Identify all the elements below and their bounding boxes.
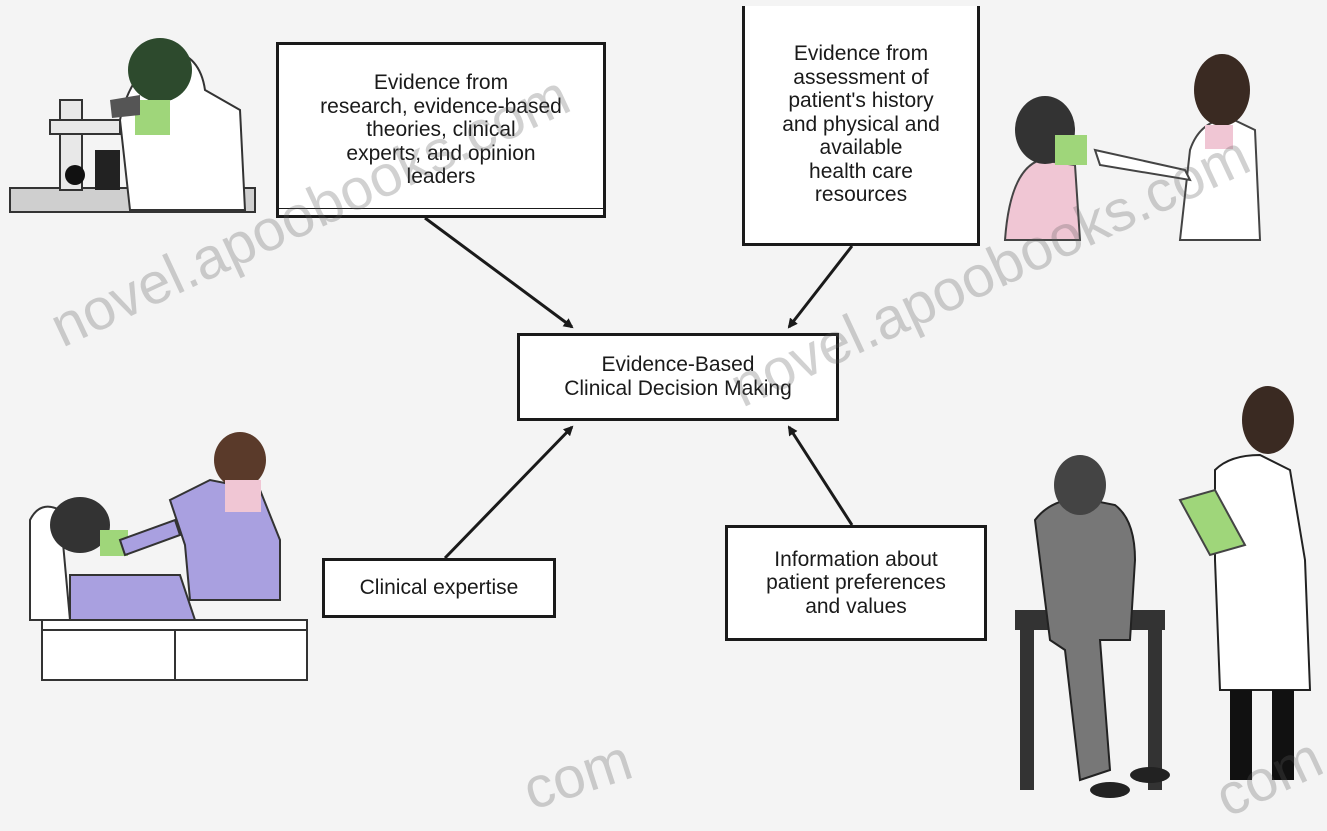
clinical-expertise-label: Clinical expertise xyxy=(359,576,519,600)
patient-preferences-box: Information about patient preferences an… xyxy=(725,525,987,641)
patient-and-doctor-consultation-icon xyxy=(1015,386,1312,798)
diagram-canvas: Evidence from research, evidence-based t… xyxy=(9,6,1327,830)
doctor-examining-bedridden-patient-icon xyxy=(29,432,308,681)
arrow-preferences-to-center xyxy=(787,425,854,526)
watermark-bottom-center: com xyxy=(515,727,640,823)
researcher-microscope-icon xyxy=(9,38,256,213)
arrow-research-to-center xyxy=(424,216,574,329)
research-evidence-box: Evidence from research, evidence-based t… xyxy=(276,42,606,218)
watermark-bottom-right: com xyxy=(1205,724,1327,830)
arrow-assessment-to-center xyxy=(787,245,854,329)
decision-making-label: Evidence-Based Clinical Decision Making xyxy=(564,353,792,400)
clinical-expertise-box: Clinical expertise xyxy=(322,558,556,618)
decision-making-box: Evidence-Based Clinical Decision Making xyxy=(517,333,839,421)
clinician-examining-patient-icon xyxy=(1003,54,1262,241)
arrow-expertise-to-center xyxy=(443,425,574,560)
research-evidence-label: Evidence from research, evidence-based t… xyxy=(320,71,562,189)
assessment-evidence-box: Evidence from assessment of patient's hi… xyxy=(742,6,980,246)
patient-preferences-label: Information about patient preferences an… xyxy=(766,547,946,618)
assessment-evidence-label: Evidence from assessment of patient's hi… xyxy=(782,42,940,207)
